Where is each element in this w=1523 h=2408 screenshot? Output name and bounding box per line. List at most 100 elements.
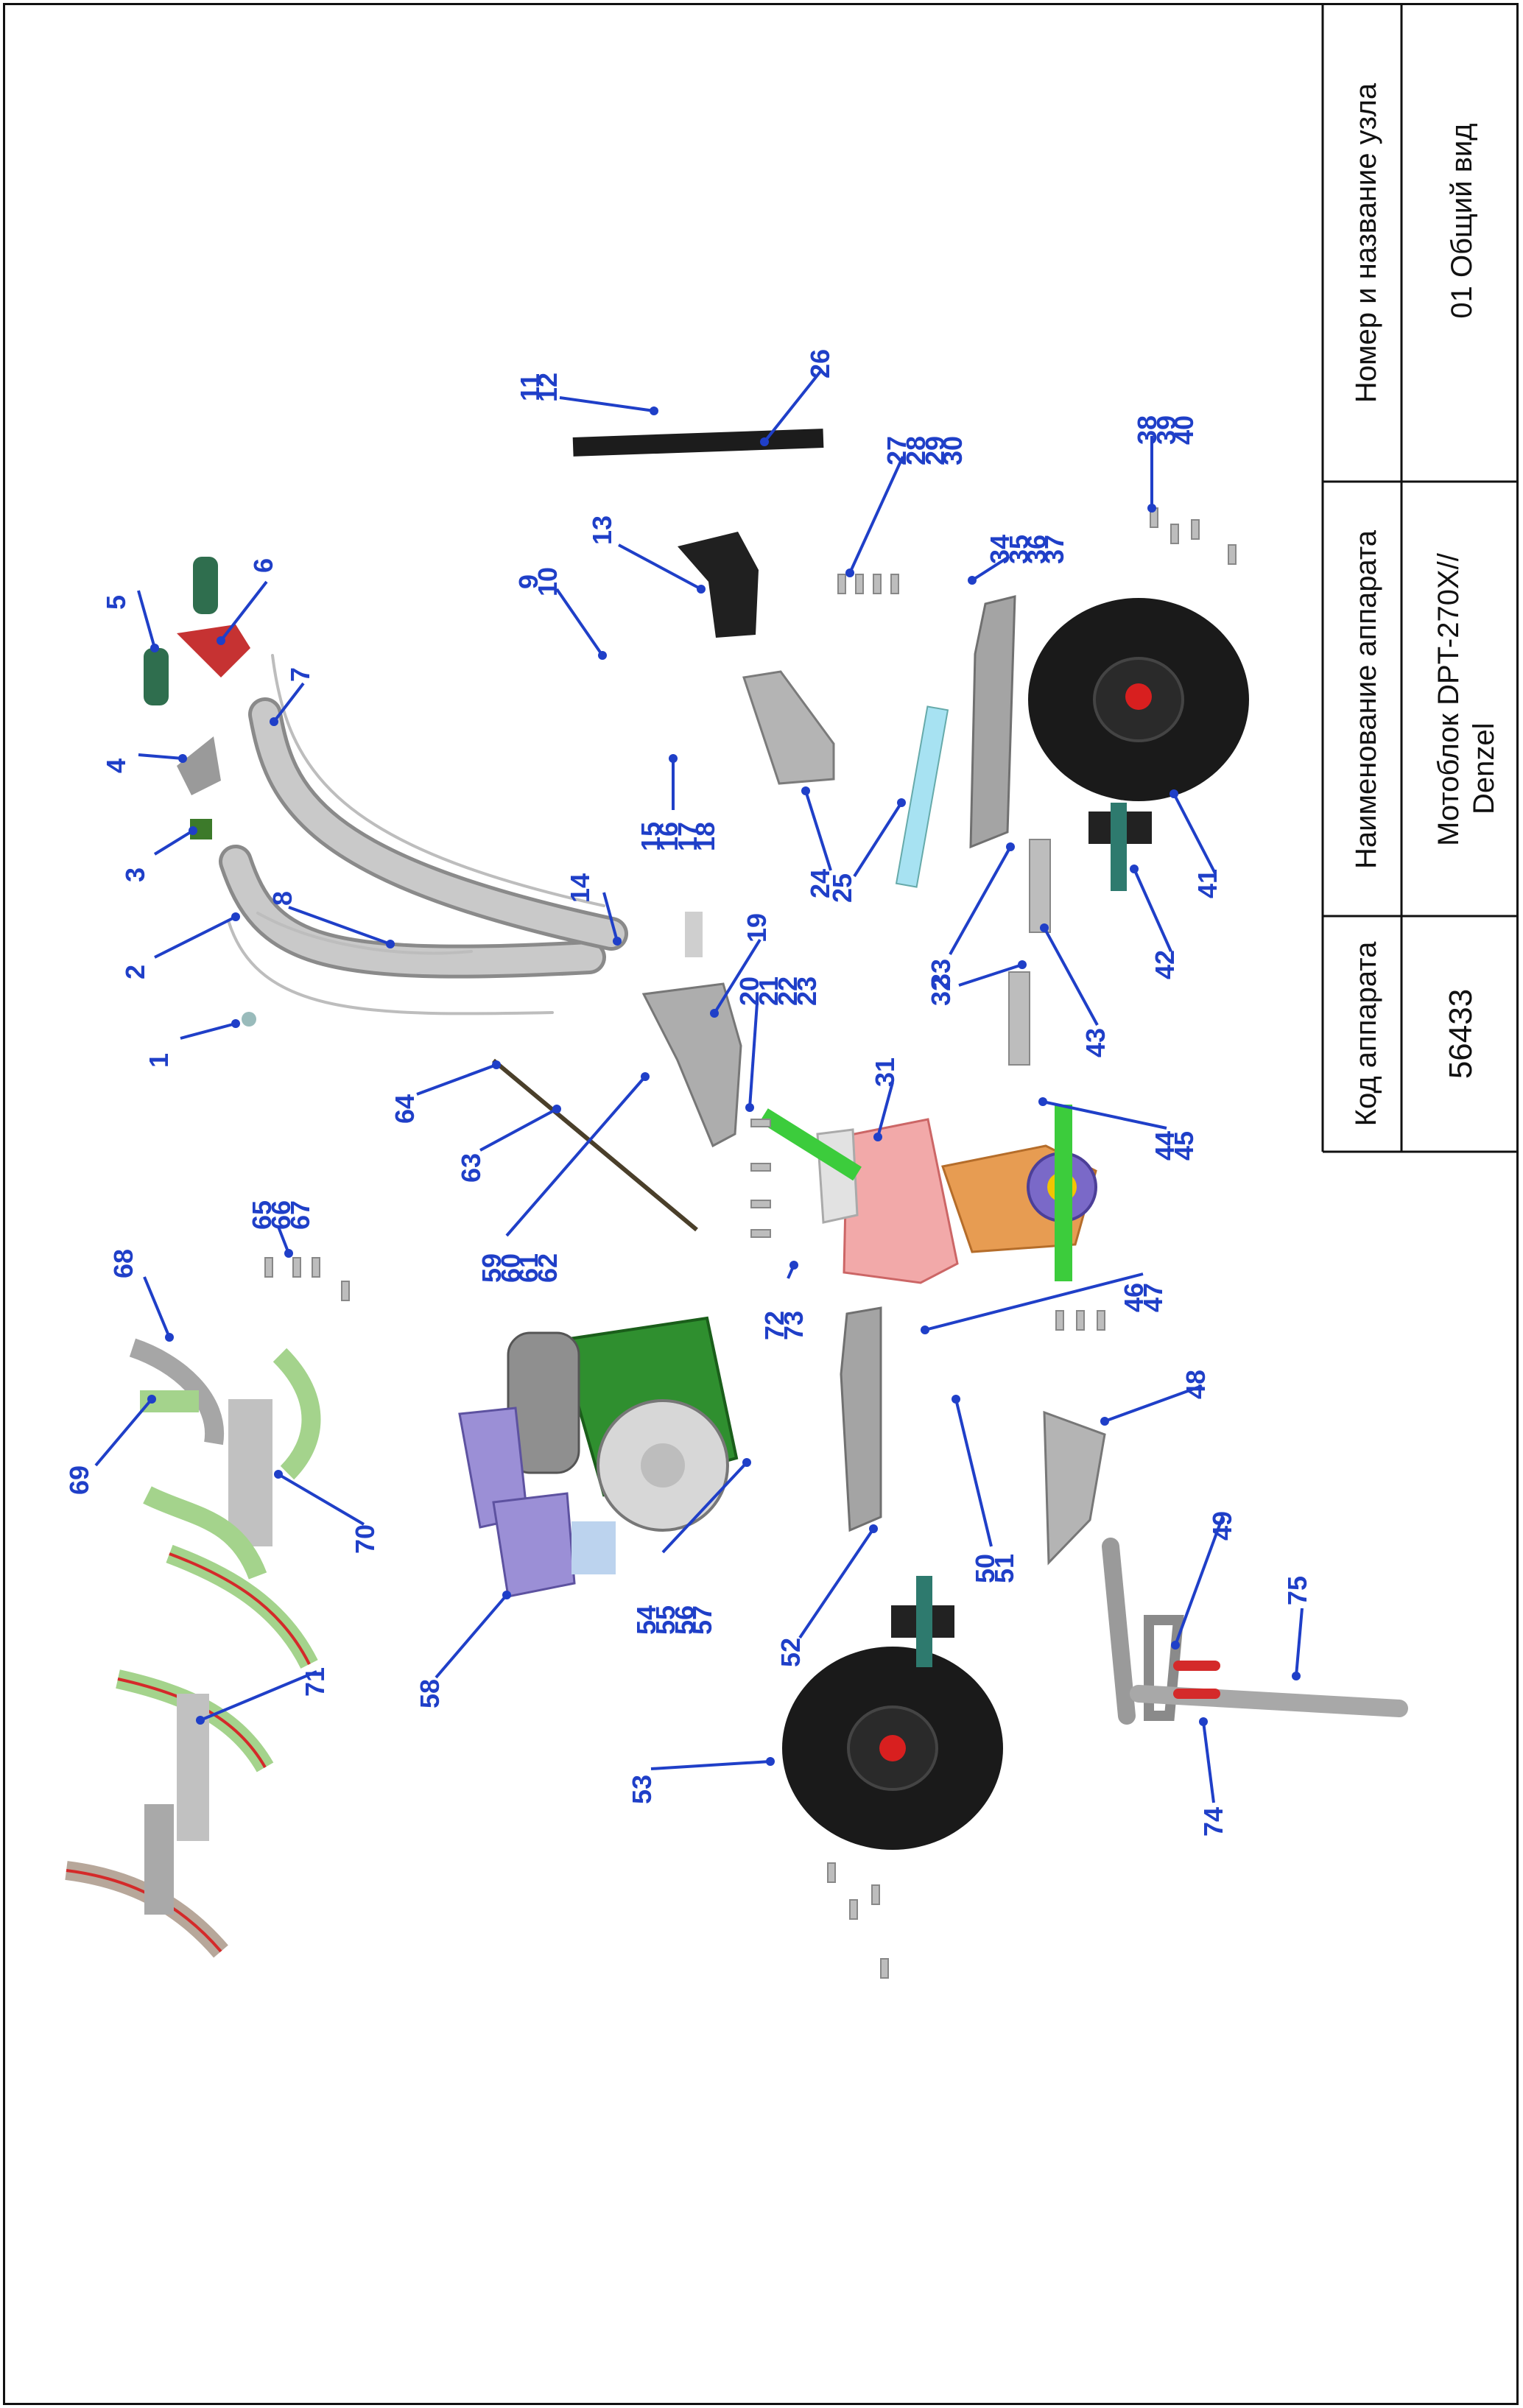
callout-9: 9 [513,574,544,589]
tiller-tines [65,1338,321,1958]
callout-4: 4 [101,758,131,773]
callout-51: 51 [989,1554,1019,1583]
leader-line-26 [763,368,823,443]
engine-assembly [458,1316,739,1598]
callout-55: 55 [650,1605,680,1635]
leader-line-24 [804,790,832,871]
title-header-apparatus: Наименование аппарата [1350,529,1382,869]
leader-arrowhead-63 [552,1105,561,1113]
leader-line-54 [661,1461,748,1554]
leader-arrowhead-34 [968,576,977,585]
parts-illustration [65,429,1408,1979]
leader-line-14 [602,892,619,942]
callout-3: 3 [120,867,150,882]
leader-arrowhead-44 [1038,1097,1047,1106]
leader-arrowhead-70 [274,1470,283,1479]
leader-arrowhead-49 [1171,1641,1180,1650]
leader-line-41 [1172,793,1217,874]
callout-52: 52 [775,1638,806,1667]
callout-45: 45 [1169,1131,1199,1161]
callout-7: 7 [285,667,315,682]
leader-line-42 [1133,868,1172,952]
callout-59: 59 [476,1253,507,1283]
callout-39: 39 [1151,415,1181,445]
leader-line-68 [143,1276,171,1338]
leader-line-64 [416,1063,497,1096]
callout-12: 12 [532,373,563,402]
callout-18: 18 [690,822,720,851]
callout-70: 70 [350,1524,380,1554]
callout-50: 50 [970,1554,1000,1583]
callout-11: 11 [515,373,545,401]
callout-28: 28 [901,436,931,465]
callout-53: 53 [627,1775,657,1804]
leader-arrowhead-13 [697,585,706,594]
callout-5: 5 [101,595,131,610]
callout-1: 1 [144,1053,174,1068]
frame-brackets [572,429,949,1148]
leader-arrowhead-74 [1199,1717,1208,1726]
leader-arrowhead-52 [869,1524,878,1533]
leader-arrowhead-7 [270,717,278,726]
callout-62: 62 [532,1253,563,1283]
callout-29: 29 [920,436,950,465]
leader-arrowhead-31 [873,1133,882,1141]
leader-line-4 [138,753,183,760]
leader-line-58 [435,1594,508,1679]
leader-arrowhead-41 [1169,789,1178,798]
leader-arrowhead-75 [1292,1672,1301,1680]
callout-72: 72 [759,1311,789,1340]
callout-21: 21 [753,976,784,1006]
leader-line-6 [219,580,268,642]
leader-line-12 [559,396,655,412]
leader-arrowhead-65 [284,1249,293,1258]
title-header-node: Номер и название узла [1350,82,1382,403]
leader-arrowhead-2 [231,912,240,921]
leader-arrowhead-27 [845,568,854,577]
leader-line-7 [272,682,305,723]
callout-61: 61 [513,1253,544,1283]
leader-line-70 [277,1473,365,1526]
callout-17: 17 [672,822,703,851]
leader-line-20 [748,1002,759,1108]
leader-line-27 [848,456,904,574]
leader-line-71 [200,1670,317,1722]
drawing-frame [3,3,1519,2405]
leader-arrowhead-5 [150,644,159,652]
handle-grips [144,557,256,1027]
callout-16: 16 [653,822,683,851]
callout-68: 68 [108,1249,138,1278]
callout-32: 32 [926,976,956,1006]
callout-43: 43 [1080,1028,1111,1057]
leader-arrowhead-24 [801,786,810,795]
leader-line-63 [479,1108,558,1152]
gearbox-assembly [759,1105,1097,1284]
leader-line-65 [277,1226,290,1254]
leader-arrowhead-54 [742,1458,751,1467]
leader-arrowhead-48 [1100,1417,1109,1426]
leader-arrowhead-42 [1130,865,1139,873]
leader-line-48 [1104,1384,1203,1423]
leader-arrowhead-14 [613,937,622,946]
callout-20: 20 [734,976,764,1006]
leader-line-46 [924,1272,1144,1331]
leader-arrowhead-33 [1006,842,1015,851]
leader-arrowhead-68 [165,1333,174,1342]
callout-23: 23 [792,976,822,1006]
leader-line-3 [153,829,194,856]
leader-arrowhead-19 [710,1009,719,1018]
callout-34: 34 [985,535,1015,564]
leader-line-10 [555,588,604,657]
callout-24: 24 [805,869,835,898]
leader-arrowhead-8 [386,940,395,948]
leader-line-13 [618,543,702,591]
callout-14: 14 [565,873,595,903]
leader-arrowhead-69 [147,1395,156,1404]
leader-arrowhead-53 [766,1757,775,1766]
leader-line-32 [958,963,1023,987]
callout-46: 46 [1119,1283,1149,1312]
callout-44: 44 [1150,1131,1180,1161]
callout-30: 30 [938,436,968,465]
leader-line-33 [949,846,1012,955]
callout-22: 22 [773,976,803,1006]
